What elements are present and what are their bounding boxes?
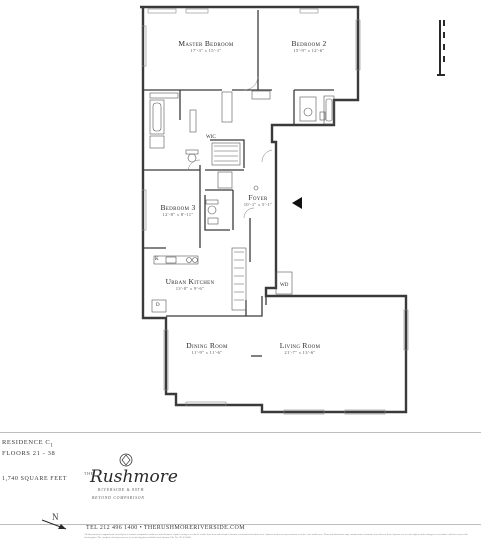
- label-wd: WD: [280, 283, 289, 288]
- label-wic: WIC: [206, 135, 216, 140]
- north-arrow-icon: [41, 519, 67, 530]
- footer: RESIDENCE C1 FLOORS 21 - 38 1,740 SQUARE…: [0, 432, 481, 558]
- divider: [0, 524, 481, 525]
- room-name: Foyer: [248, 193, 268, 202]
- floors-label: FLOORS 21 - 38: [2, 450, 56, 457]
- legal-disclaimer: All dimensions are approximate and subje…: [84, 533, 469, 540]
- room-name: Living Room: [279, 341, 321, 350]
- entry-arrow-icon: [292, 197, 302, 209]
- brand-tagline: BEYOND COMPARISON: [92, 496, 145, 500]
- room-dims: 11'-9" x 11'-6": [191, 350, 223, 355]
- scale-bar: [437, 20, 445, 76]
- room-bedroom-2: Bedroom 2 15'-9" x 12'-6": [270, 39, 348, 54]
- interior-walls: [143, 10, 334, 357]
- north-indicator: N: [52, 512, 59, 522]
- brand-the: THE: [84, 472, 94, 476]
- room-living-room: Living Room 21'-7" x 13'-6": [260, 341, 340, 356]
- room-foyer: Foyer 10'-1" x 5'-1": [238, 193, 278, 208]
- room-name: Master Bedroom: [178, 39, 234, 48]
- room-name: Dining Room: [186, 341, 228, 350]
- room-name: Bedroom 3: [160, 203, 196, 212]
- closets: [149, 90, 271, 311]
- door-swings: [187, 75, 273, 219]
- residence-text: RESIDENCE C: [2, 439, 51, 446]
- square-feet-label: 1,740 SQUARE FEET: [2, 476, 68, 482]
- floor-plan: [140, 5, 445, 415]
- rushmore-logo: [119, 453, 133, 467]
- residence-label: RESIDENCE C1: [2, 439, 53, 448]
- room-dims: 21'-7" x 13'-6": [284, 350, 316, 355]
- divider: [0, 432, 481, 433]
- brand-name: Rushmore: [90, 467, 178, 487]
- label-k: K: [155, 257, 159, 262]
- room-dims: 13'-0" x 9'-6": [175, 286, 205, 291]
- room-dining-room: Dining Room 11'-9" x 11'-6": [172, 341, 242, 356]
- room-name: Urban Kitchen: [165, 277, 215, 286]
- residence-number: 1: [50, 443, 54, 449]
- north-letter: N: [52, 512, 60, 522]
- label-d: D: [156, 303, 160, 308]
- brand-subtitle: RIVERSIDE & 80TH: [98, 488, 145, 492]
- room-master-bedroom: Master Bedroom 17'-3" x 15'-1": [160, 39, 252, 54]
- room-dims: 15'-9" x 12'-6": [293, 48, 325, 53]
- room-dims: 10'-1" x 5'-1": [243, 202, 273, 207]
- room-urban-kitchen: Urban Kitchen 13'-0" x 9'-6": [150, 277, 230, 292]
- windows: [141, 8, 409, 415]
- contact-line: TEL 212 496 1400 • THERUSHMORERIVERSIDE.…: [86, 525, 245, 531]
- fixtures: [149, 95, 335, 313]
- room-bedroom-3: Bedroom 3 12'-8" x 8'-11": [150, 203, 206, 218]
- room-dims: 12'-8" x 8'-11": [162, 212, 194, 217]
- room-dims: 17'-3" x 15'-1": [190, 48, 222, 53]
- room-name: Bedroom 2: [291, 39, 327, 48]
